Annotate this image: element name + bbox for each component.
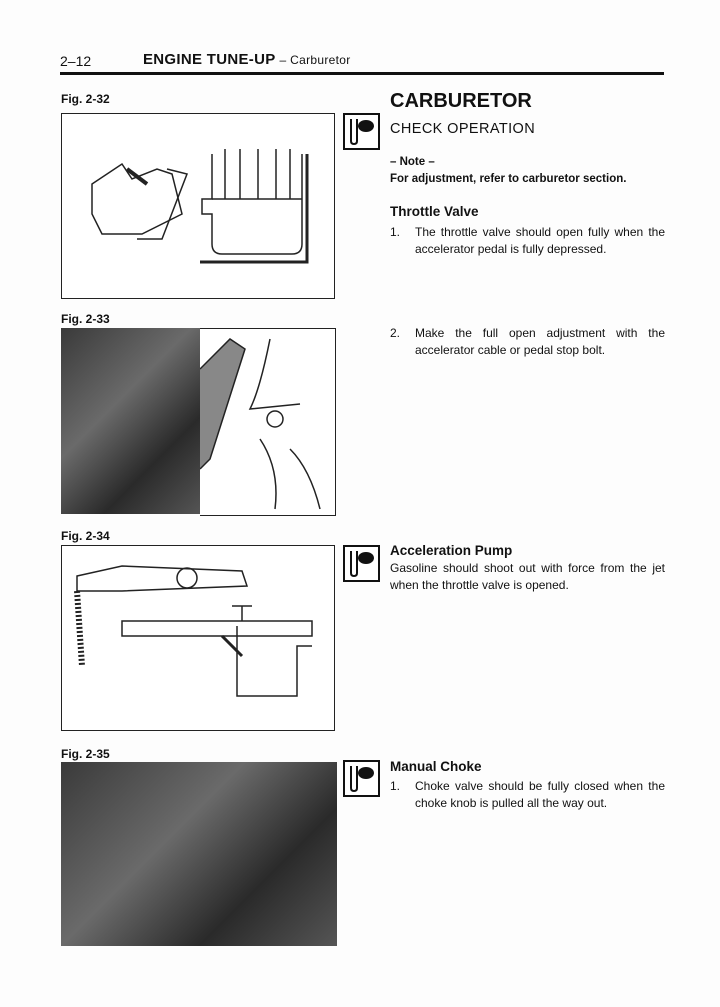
header-title: ENGINE TUNE-UP– Carburetor bbox=[143, 51, 351, 68]
page-number: 2–12 bbox=[60, 53, 92, 69]
fig-2-32-label: Fig. 2-32 bbox=[61, 92, 110, 106]
fig-2-33-drawing bbox=[199, 328, 336, 516]
pump-heading: Acceleration Pump bbox=[390, 543, 513, 558]
pump-text: Gasoline should shoot out with force fro… bbox=[390, 561, 665, 592]
inspect-icon bbox=[343, 545, 380, 582]
inspect-icon bbox=[343, 760, 380, 797]
item-number: 2. bbox=[390, 326, 401, 340]
header-rule bbox=[60, 72, 664, 75]
fig-2-34-drawing bbox=[61, 545, 335, 731]
section-subtitle: CHECK OPERATION bbox=[390, 121, 536, 137]
fig-2-32-drawing bbox=[61, 113, 335, 299]
throttle-item-2: 2. Make the full open adjustment with the… bbox=[390, 325, 665, 359]
note-label: – Note – bbox=[390, 156, 435, 168]
fig-2-33-label: Fig. 2-33 bbox=[61, 312, 110, 326]
note-text: For adjustment, refer to carburetor sect… bbox=[390, 173, 627, 185]
header-title-text: ENGINE TUNE-UP bbox=[143, 51, 276, 68]
fig-2-35-label: Fig. 2-35 bbox=[61, 747, 110, 761]
item-text: The throttle valve should open fully whe… bbox=[415, 225, 665, 256]
throttle-heading: Throttle Valve bbox=[390, 204, 479, 219]
section-title: CARBURETOR bbox=[390, 90, 532, 112]
header-subtitle: – Carburetor bbox=[279, 53, 351, 67]
inspect-icon bbox=[343, 113, 380, 150]
fig-2-34-label: Fig. 2-34 bbox=[61, 529, 110, 543]
item-text: Make the full open adjustment with the a… bbox=[415, 326, 665, 357]
item-number: 1. bbox=[390, 779, 401, 793]
choke-heading: Manual Choke bbox=[390, 759, 482, 774]
item-number: 1. bbox=[390, 225, 401, 239]
fig-2-33-photo bbox=[61, 328, 201, 514]
item-text: Choke valve should be fully closed when … bbox=[415, 779, 665, 810]
choke-item-1: 1. Choke valve should be fully closed whe… bbox=[390, 778, 665, 812]
throttle-item-1: 1. The throttle valve should open fully w… bbox=[390, 224, 665, 258]
fig-2-35-photo bbox=[61, 762, 337, 946]
